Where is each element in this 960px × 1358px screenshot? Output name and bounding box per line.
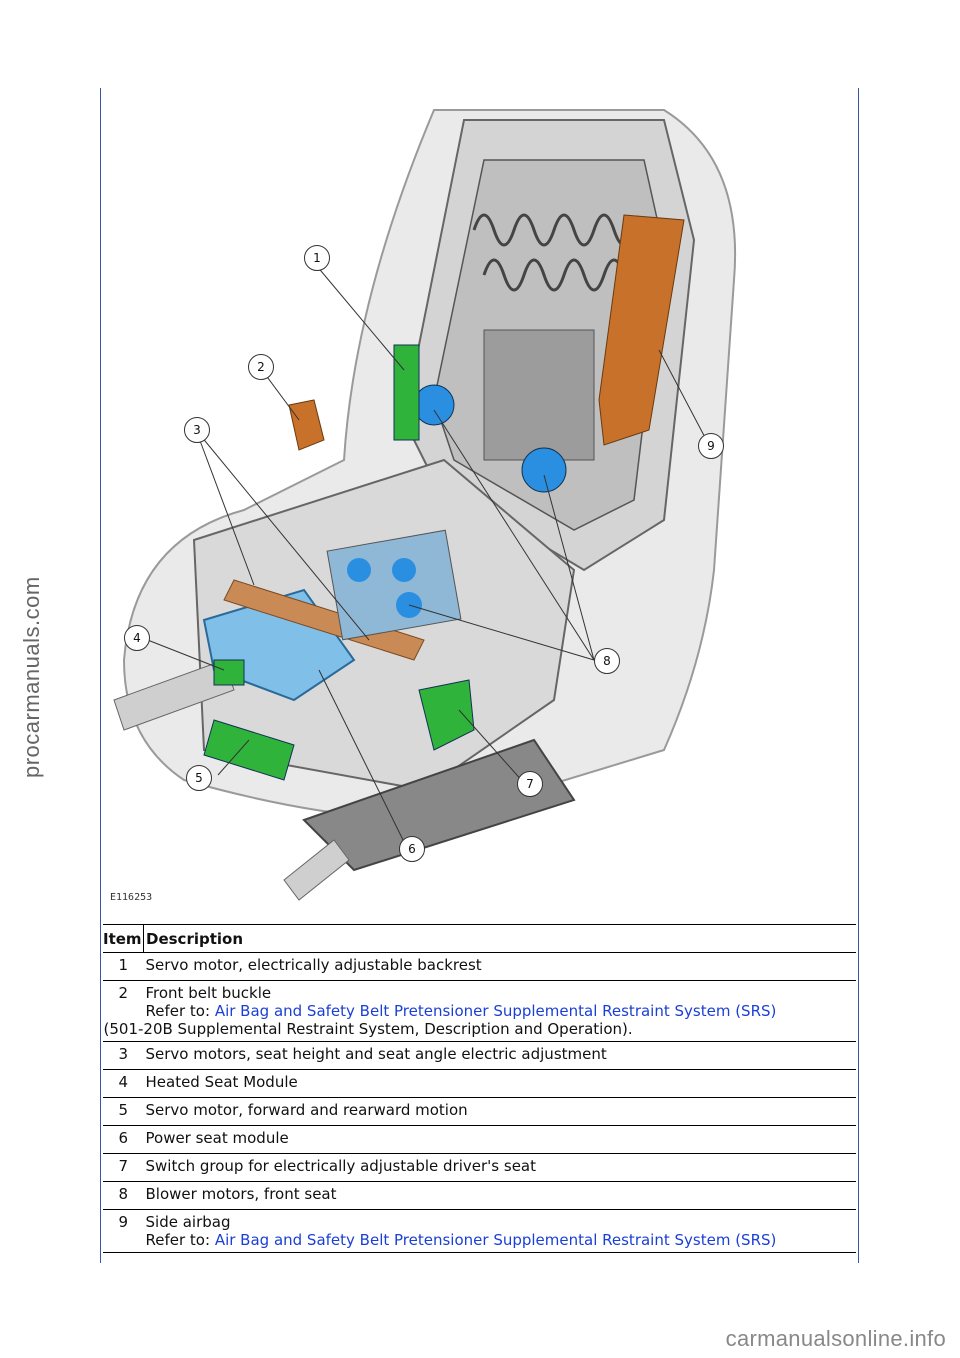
item-number: 9 xyxy=(103,1209,144,1253)
item-description: Blower motors, front seat xyxy=(143,1181,856,1210)
backrest-blower-1 xyxy=(413,384,455,426)
srs-reference-link[interactable]: Air Bag and Safety Belt Pretensioner Sup… xyxy=(214,1231,777,1249)
callout-6: 6 xyxy=(399,836,425,862)
watermark-carmanualsonline: carmanualsonline.info xyxy=(725,1326,946,1351)
table-row: 6 Power seat module xyxy=(103,1125,856,1154)
forward-servo-motor xyxy=(203,719,295,781)
figure-id: E116253 xyxy=(110,892,153,903)
backrest-servo-motor xyxy=(393,344,420,441)
table-row: 1 Servo motor, electrically adjustable b… xyxy=(103,952,856,981)
reference-detail: (501-20B Supplemental Restraint System, … xyxy=(103,1020,633,1038)
srs-reference-link[interactable]: Air Bag and Safety Belt Pretensioner Sup… xyxy=(214,1002,777,1020)
item-number: 6 xyxy=(103,1125,144,1154)
side-airbag xyxy=(598,214,685,446)
table-row: 4 Heated Seat Module xyxy=(103,1069,856,1098)
refer-label: Refer to: xyxy=(145,1231,215,1249)
item-number: 7 xyxy=(103,1153,144,1182)
lumbar-support xyxy=(483,329,595,461)
header-description: Description xyxy=(143,924,856,953)
callout-8: 8 xyxy=(594,648,620,674)
item-description: Side airbag xyxy=(145,1213,231,1231)
callout-9: 9 xyxy=(698,433,724,459)
table-row: 8 Blower motors, front seat xyxy=(103,1181,856,1210)
item-description: Heated Seat Module xyxy=(143,1069,856,1098)
item-number: 4 xyxy=(103,1069,144,1098)
item-number: 3 xyxy=(103,1041,144,1070)
callout-4: 4 xyxy=(124,625,150,651)
backrest-spring-2 xyxy=(482,258,626,292)
page-frame-right xyxy=(858,88,859,1263)
table-row: 2 Front belt buckle Refer to: Air Bag an… xyxy=(103,980,856,1042)
blower-fan xyxy=(392,558,416,582)
switch-group xyxy=(418,679,475,751)
seat-rail-front xyxy=(283,839,350,901)
backrest-spring xyxy=(472,213,636,247)
item-description: Servo motor, forward and rearward motion xyxy=(143,1097,856,1126)
item-description-table: Item Description 1 Servo motor, electric… xyxy=(103,924,856,1253)
seat-component-illustration: 1 2 3 4 5 6 7 8 9 xyxy=(104,100,754,910)
seat-diagram xyxy=(113,109,737,901)
callout-1: 1 xyxy=(304,245,330,271)
item-description: Servo motor, electrically adjustable bac… xyxy=(143,952,856,981)
item-number: 5 xyxy=(103,1097,144,1126)
table-row: 5 Servo motor, forward and rearward moti… xyxy=(103,1097,856,1126)
item-description: Front belt buckle xyxy=(145,984,272,1002)
table-row: 3 Servo motors, seat height and seat ang… xyxy=(103,1041,856,1070)
callout-5: 5 xyxy=(186,765,212,791)
table-row: 7 Switch group for electrically adjustab… xyxy=(103,1153,856,1182)
callout-3: 3 xyxy=(184,417,210,443)
item-number: 1 xyxy=(103,952,144,981)
leader-lines xyxy=(139,264,710,849)
callout-2: 2 xyxy=(248,354,274,380)
backrest-blower-2 xyxy=(521,447,567,493)
belt-buckle xyxy=(288,399,325,451)
table-header-row: Item Description xyxy=(103,924,856,953)
seat-rail-left xyxy=(113,659,235,731)
callout-7: 7 xyxy=(517,771,543,797)
refer-label: Refer to: xyxy=(145,1002,215,1020)
item-number: 2 xyxy=(103,980,144,1042)
heated-seat-module xyxy=(213,659,245,686)
blower-fan xyxy=(347,558,371,582)
page-frame-left xyxy=(100,88,101,1263)
header-item: Item xyxy=(103,924,144,953)
item-description: Switch group for electrically adjustable… xyxy=(143,1153,856,1182)
blower-plate xyxy=(326,529,462,641)
item-description: Power seat module xyxy=(143,1125,856,1154)
table-row: 9 Side airbag Refer to: Air Bag and Safe… xyxy=(103,1209,856,1253)
item-description: Servo motors, seat height and seat angle… xyxy=(143,1041,856,1070)
item-number: 8 xyxy=(103,1181,144,1210)
watermark-procarmanuals: procarmanuals.com xyxy=(19,576,44,778)
